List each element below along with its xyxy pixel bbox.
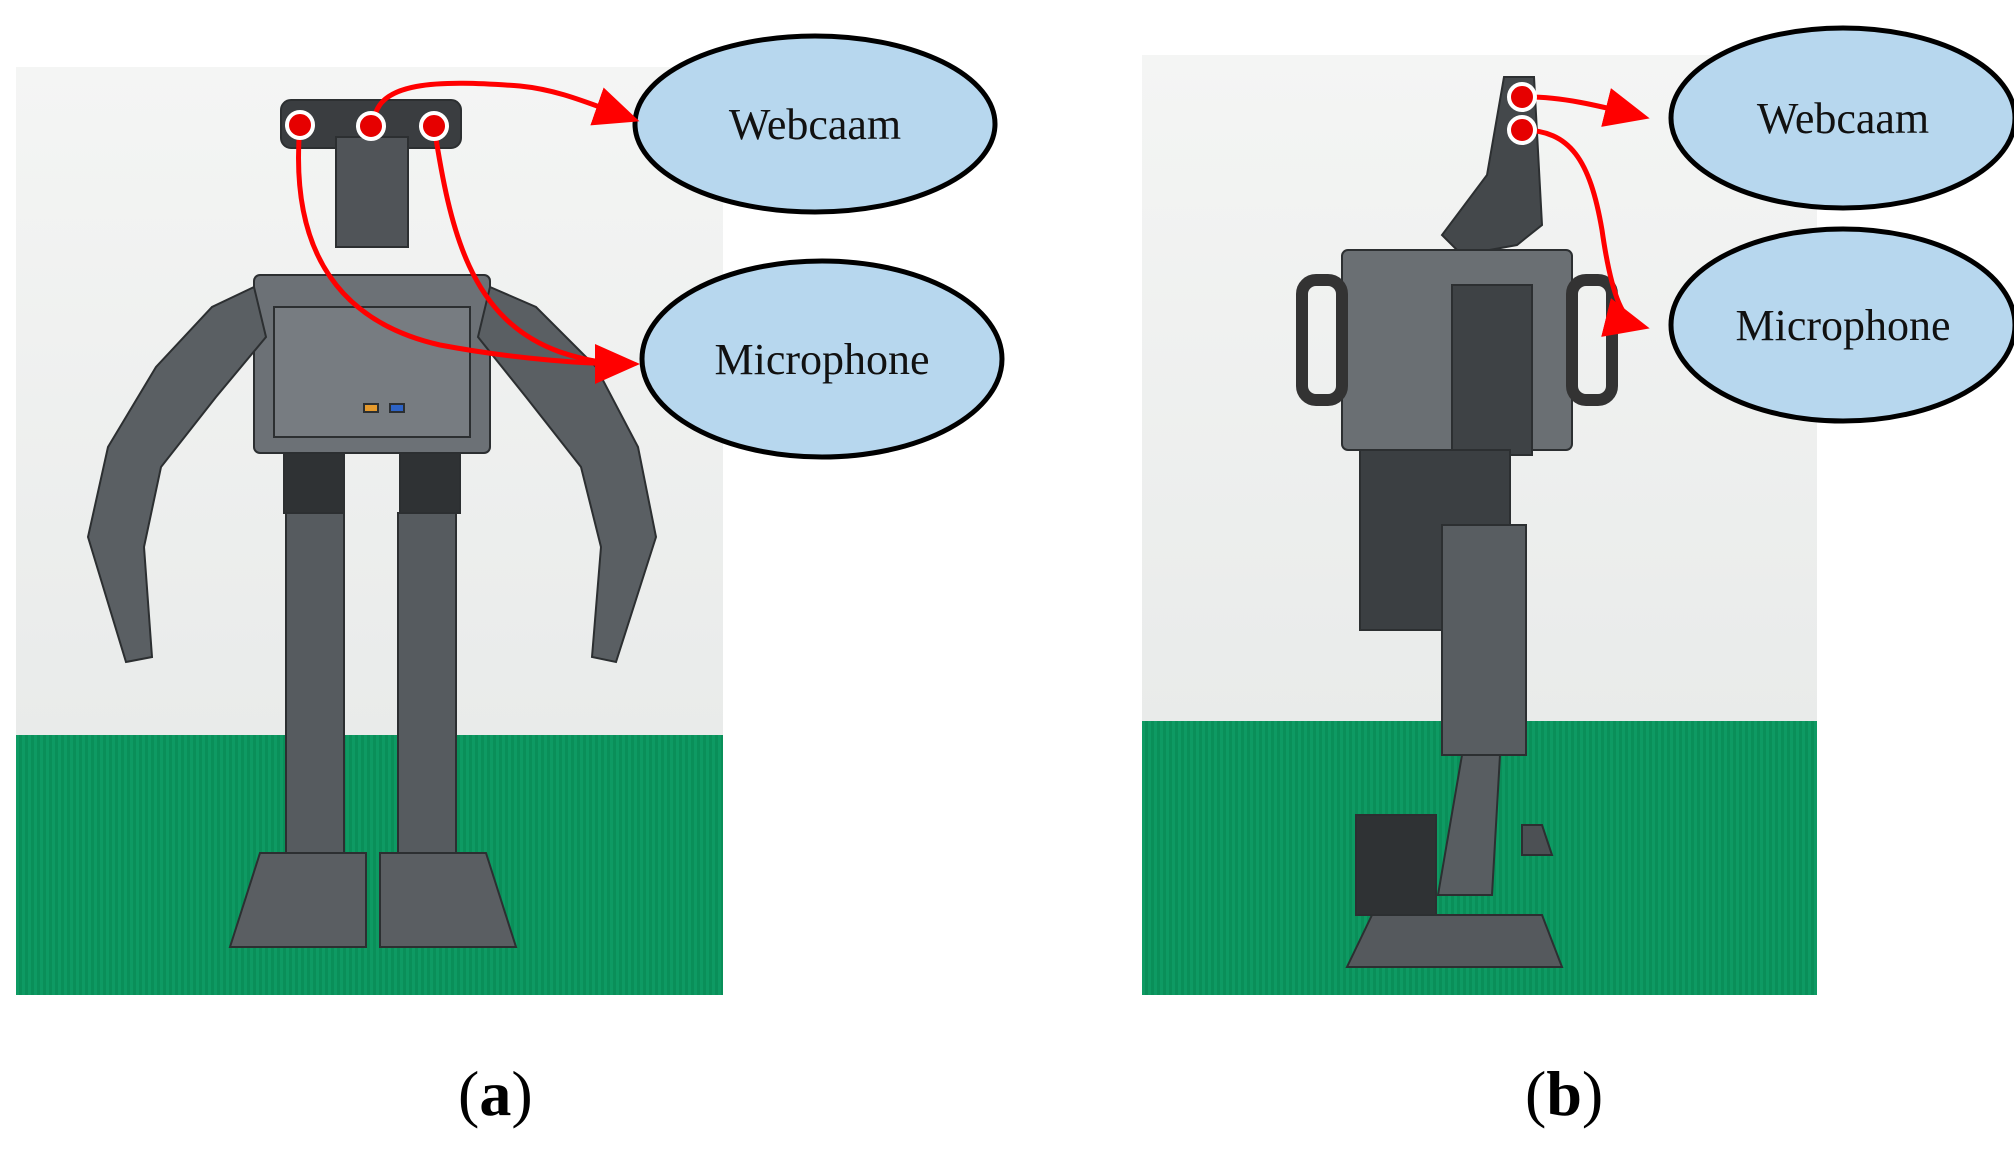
microphone-callout-label-a: Microphone (714, 335, 929, 384)
webcam-marker-b (1507, 82, 1537, 112)
microphone-callout-b (1668, 226, 2014, 424)
robot-side-lower-leg (1436, 754, 1502, 896)
arrow-left-mic-to-microphone-a (296, 124, 640, 384)
caption-a-letter: a (479, 1058, 512, 1129)
caption-b-close-paren: ) (1581, 1058, 1604, 1129)
robot-left-foot (228, 852, 367, 948)
photo-front-view (16, 67, 723, 995)
robot-side-foot (1345, 914, 1564, 968)
arrow-right-mic-to-microphone-a (431, 125, 631, 367)
mic-marker-right-a (419, 111, 449, 141)
robot-front-illustration (86, 99, 658, 948)
robot-right-foot (379, 852, 518, 948)
robot-left-leg (285, 512, 345, 854)
green-floor (16, 735, 723, 995)
caption-a-close-paren: ) (511, 1058, 533, 1129)
microphone-callout-a (639, 258, 1005, 460)
caption-b: (b) (1525, 1062, 1603, 1126)
caption-b-open-paren: ( (1525, 1058, 1547, 1129)
webcam-callout-b (1668, 25, 2014, 211)
mic-marker-left-a (285, 110, 315, 140)
caption-b-letter: b (1546, 1058, 1582, 1129)
webcam-callout-label-b: Webcaam (1757, 94, 1929, 143)
robot-side-illustration (1296, 76, 1618, 968)
microphone-callout-label-b: Microphone (1735, 301, 1950, 350)
caption-a-open-paren: ( (458, 1058, 480, 1129)
arrow-to-webcam-b (1521, 88, 1650, 127)
robot-left-arm (86, 285, 268, 664)
webcam-callout-label-a: Webcaam (729, 100, 901, 149)
arrow-to-webcam-a (371, 80, 640, 127)
webcam-marker-a (356, 111, 386, 141)
caption-a: (a) (458, 1062, 533, 1126)
mic-marker-b (1507, 115, 1537, 145)
arrow-to-microphone-b (1521, 127, 1650, 337)
